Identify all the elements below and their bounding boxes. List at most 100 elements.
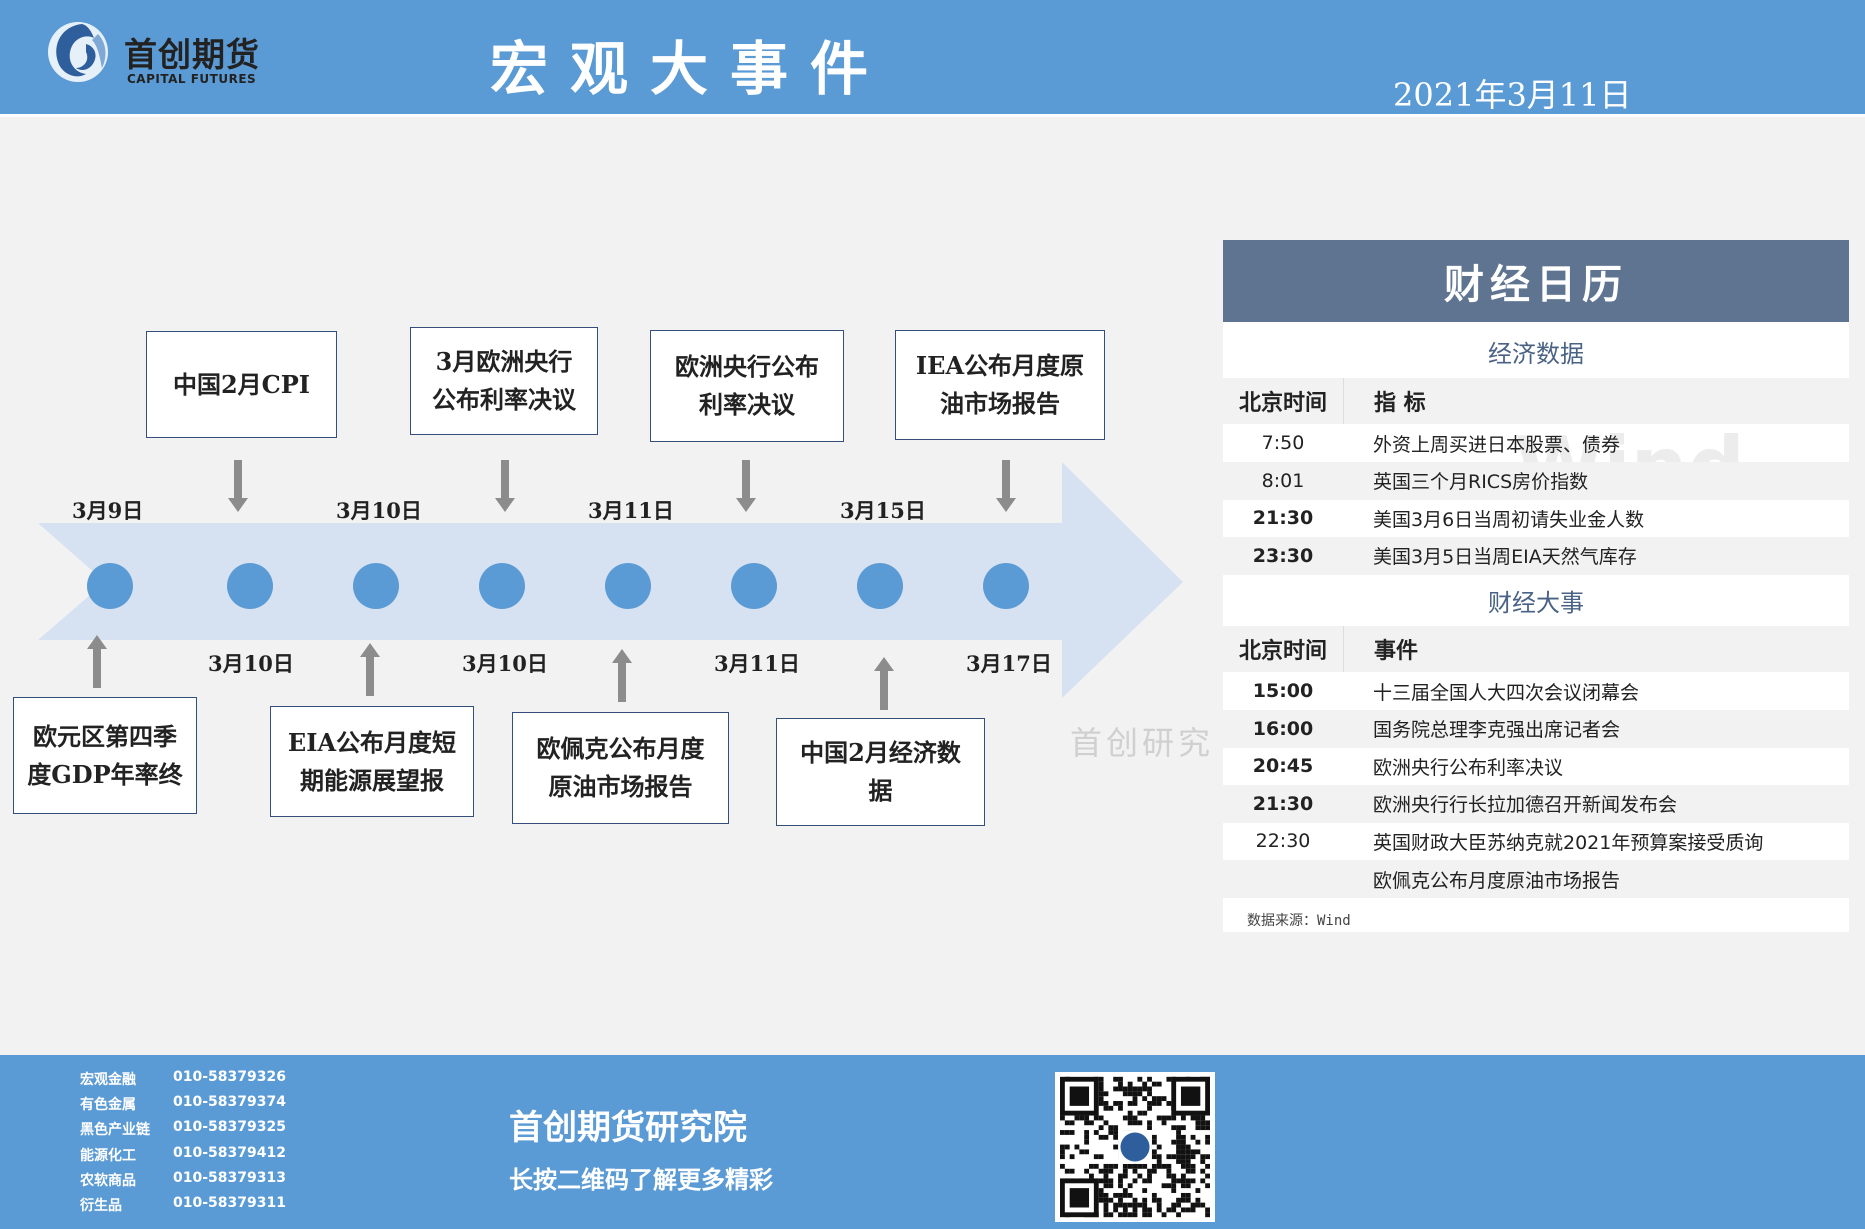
event-box-line: 原油市场报告 bbox=[548, 772, 693, 801]
logo-subtext: CAPITAL FUTURES bbox=[127, 72, 257, 86]
event-box-top: IEA公布月度原油市场报告 bbox=[895, 330, 1105, 440]
contact-phone: 010-58379412 bbox=[173, 1144, 286, 1161]
finance-calendar: 财经日历 Wind 经济数据 北京时间 指 标 7:50外资上周买进日本股票、债… bbox=[1223, 240, 1849, 932]
timeline-date-bottom: 3月11日 bbox=[714, 651, 800, 676]
timeline-dot bbox=[87, 563, 133, 609]
contact-phone: 010-58379326 bbox=[173, 1069, 286, 1085]
event-item: 欧洲央行公布利率决议 bbox=[1373, 756, 1564, 779]
event-row: 15:00 十三届全国人大四次会议闭幕会 bbox=[1223, 672, 1849, 710]
down-arrow-icon bbox=[736, 460, 756, 512]
timeline-dot bbox=[983, 563, 1029, 609]
timeline-date-bottom: 3月10日 bbox=[462, 651, 548, 676]
timeline-dot bbox=[353, 563, 399, 609]
event-item: 十三届全国人大四次会议闭幕会 bbox=[1373, 681, 1640, 704]
event-box-line: 中国2月CPI bbox=[172, 369, 311, 399]
event-box-line: 欧佩克公布月度 bbox=[536, 734, 705, 763]
econ-item: 英国三个月RICS房价指数 bbox=[1373, 471, 1589, 494]
econ-item: 美国3月6日当周初请失业金人数 bbox=[1373, 508, 1645, 531]
event-row: 欧佩克公布月度原油市场报告 bbox=[1223, 860, 1849, 898]
event-time: 16:00 bbox=[1252, 717, 1314, 740]
event-box-line: 期能源展望报 bbox=[299, 765, 444, 795]
timeline-date-top: 3月10日 bbox=[336, 498, 422, 523]
econ-item: 外资上周买进日本股票、债券 bbox=[1373, 433, 1621, 456]
contact-phone: 010-58379313 bbox=[173, 1169, 286, 1186]
event-time: 15:00 bbox=[1252, 680, 1314, 702]
event-header-item: 事件 bbox=[1343, 626, 1418, 672]
event-box-line: IEA公布月度原 bbox=[915, 351, 1085, 380]
econ-header-time: 北京时间 bbox=[1238, 391, 1327, 416]
event-box-bottom: 欧元区第四季度GDP年率终 bbox=[13, 697, 197, 814]
down-arrow-icon bbox=[228, 460, 248, 512]
contact-dept: 农软商品 bbox=[80, 1172, 136, 1189]
event-box-line: 度GDP年率终 bbox=[27, 759, 183, 789]
down-arrow-icon bbox=[495, 460, 515, 512]
econ-table-header: 北京时间 指 标 bbox=[1223, 378, 1849, 424]
logo-text: 首创期货 bbox=[124, 35, 260, 74]
econ-item: 美国3月5日当周EIA天然气库存 bbox=[1373, 546, 1637, 569]
timeline-dot bbox=[731, 563, 777, 609]
up-arrow-icon bbox=[87, 635, 107, 688]
footer-slogan: 长按二维码了解更多精彩 bbox=[509, 1166, 773, 1194]
event-box-line: 欧元区第四季 bbox=[32, 721, 177, 751]
event-row: 20:45 欧洲央行公布利率决议 bbox=[1223, 747, 1849, 785]
event-box-bottom: 中国2月经济数据 bbox=[776, 718, 985, 826]
contact-row: 农软商品 010-58379313 bbox=[80, 1170, 380, 1195]
econ-row: 7:50 外资上周买进日本股票、债券 bbox=[1223, 424, 1849, 462]
econ-time: 8:01 bbox=[1261, 469, 1305, 492]
footer-bar bbox=[0, 1055, 1865, 1229]
institute-name: 首创期货研究院 bbox=[509, 1108, 747, 1148]
contact-phone: 010-58379325 bbox=[173, 1119, 286, 1136]
up-arrow-icon bbox=[612, 649, 632, 702]
event-box-line: 中国2月经济数 bbox=[800, 738, 961, 767]
event-box-top: 中国2月CPI bbox=[146, 331, 337, 438]
event-time: 21:30 bbox=[1252, 792, 1314, 815]
event-box-line: 3月欧洲央行 bbox=[435, 347, 573, 376]
timeline-dot bbox=[479, 563, 525, 609]
timeline-date-bottom: 3月10日 bbox=[208, 651, 294, 676]
up-arrow-icon bbox=[360, 643, 380, 696]
contact-row: 宏观金融 010-58379326 bbox=[80, 1069, 380, 1094]
event-box-bottom: EIA公布月度短期能源展望报 bbox=[270, 706, 474, 817]
data-source: 数据来源：Wind bbox=[1247, 913, 1351, 929]
timeline-date-bottom: 3月17日 bbox=[966, 651, 1052, 676]
event-box-top: 3月欧洲央行公布利率决议 bbox=[410, 327, 598, 435]
event-box-line: 油市场报告 bbox=[939, 389, 1060, 418]
econ-time: 7:50 bbox=[1261, 432, 1305, 454]
contact-phone: 010-58379374 bbox=[173, 1094, 286, 1111]
event-table-header: 北京时间 事件 bbox=[1223, 626, 1849, 672]
timeline-dot bbox=[857, 563, 903, 609]
timeline-date-top: 3月11日 bbox=[588, 498, 674, 523]
timeline-dot bbox=[227, 563, 273, 609]
timeline-arrow bbox=[38, 462, 1183, 698]
event-box-line: EIA公布月度短 bbox=[287, 727, 457, 757]
event-item: 欧佩克公布月度原油市场报告 bbox=[1373, 869, 1621, 892]
econ-row: 8:01 英国三个月RICS房价指数 bbox=[1223, 461, 1849, 500]
econ-section-title: 经济数据 bbox=[1488, 339, 1584, 368]
event-header-time: 北京时间 bbox=[1238, 639, 1327, 664]
event-item: 英国财政大臣苏纳克就2021年预算案接受质询 bbox=[1373, 831, 1764, 854]
timeline-dot bbox=[605, 563, 651, 609]
event-row: 21:30 欧洲央行行长拉加德召开新闻发布会 bbox=[1223, 784, 1849, 823]
event-item: 国务院总理李克强出席记者会 bbox=[1373, 719, 1621, 742]
qr-code-icon[interactable] bbox=[1055, 1072, 1215, 1222]
econ-row: 21:30 美国3月6日当周初请失业金人数 bbox=[1223, 499, 1849, 537]
contact-phone: 010-58379311 bbox=[173, 1195, 286, 1211]
down-arrow-icon bbox=[996, 460, 1016, 512]
event-box-line: 公布利率决议 bbox=[432, 385, 576, 414]
timeline-date-top: 3月9日 bbox=[72, 498, 144, 523]
event-item: 欧洲央行行长拉加德召开新闻发布会 bbox=[1373, 794, 1678, 817]
event-box-bottom: 欧佩克公布月度原油市场报告 bbox=[512, 712, 729, 824]
event-box-line: 据 bbox=[868, 776, 893, 805]
event-time: 20:45 bbox=[1252, 755, 1314, 778]
report-date: 2021年3月11日 bbox=[1393, 76, 1632, 114]
event-box-top: 欧洲央行公布利率决议 bbox=[650, 330, 844, 442]
timeline-date-top: 3月15日 bbox=[840, 498, 926, 523]
contact-dept: 宏观金融 bbox=[80, 1072, 136, 1088]
econ-time: 21:30 bbox=[1252, 507, 1314, 530]
watermark-text: 首创研究 bbox=[1070, 724, 1215, 762]
